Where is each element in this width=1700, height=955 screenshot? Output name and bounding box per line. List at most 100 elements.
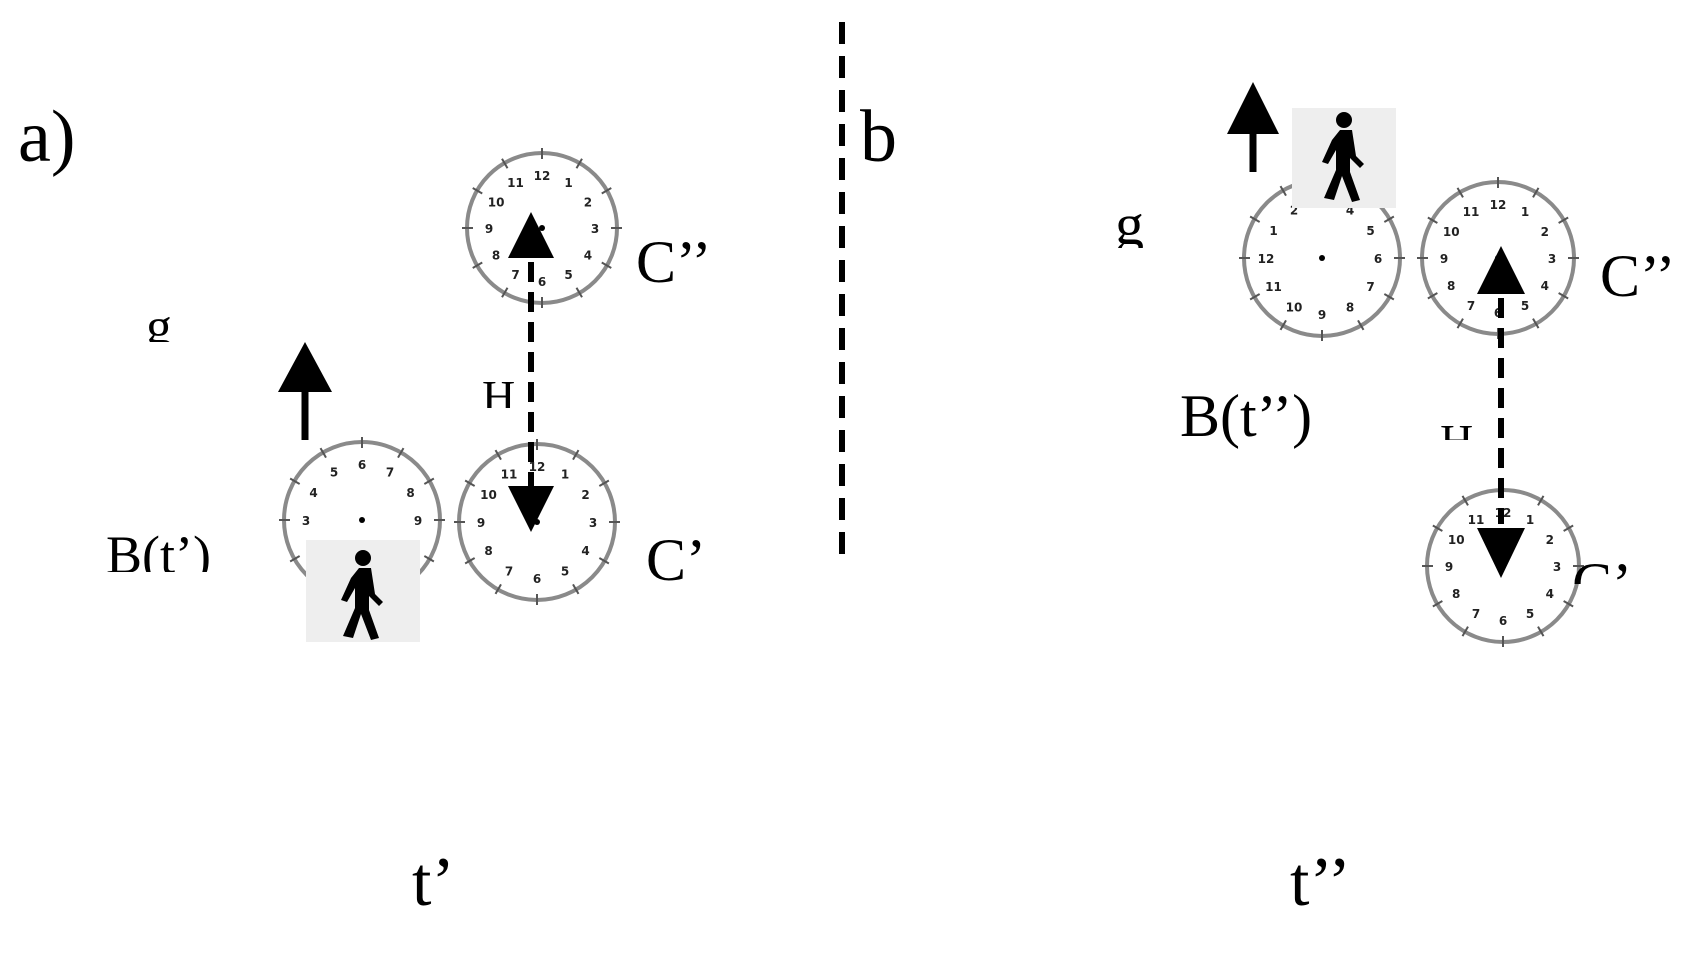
height-arrow-b: [1477, 246, 1525, 578]
clock-tick: [1461, 626, 1469, 637]
clock-numeral: 3: [1548, 252, 1556, 266]
clock-tick: [1279, 319, 1287, 331]
clock-numeral: 6: [358, 458, 366, 472]
clock-numeral: 10: [1443, 225, 1460, 239]
clock-tick: [1249, 293, 1261, 301]
clock-numeral: 11: [1463, 205, 1480, 219]
clock-numeral: 12: [534, 169, 551, 183]
panel-b-label: b: [860, 96, 897, 178]
walker-clock-label-a: B(t’): [106, 528, 211, 572]
clock-tick: [464, 557, 476, 565]
clock-tick: [572, 583, 580, 595]
clock-tick: [598, 479, 610, 487]
clock-tick: [601, 261, 612, 269]
clock-numeral: 7: [386, 466, 394, 480]
clock-center: [359, 517, 365, 523]
clock-numeral: 10: [480, 488, 497, 502]
clock-numeral: 4: [1546, 587, 1554, 601]
clock-tick: [289, 477, 301, 485]
clock-numeral: 8: [1346, 300, 1354, 314]
height-arrow-a: [508, 212, 554, 532]
clock-tick: [1558, 292, 1569, 300]
clock-numeral: 10: [1286, 300, 1303, 314]
clock-numeral: 7: [505, 564, 513, 578]
clock-tick: [1563, 600, 1574, 608]
clock-numeral: 12: [1258, 252, 1275, 266]
clock-tick: [501, 287, 509, 298]
clock-numeral: 9: [1440, 252, 1448, 266]
clock-numeral: 5: [1366, 224, 1374, 238]
clock-tick: [397, 447, 405, 459]
clock-tick: [501, 158, 509, 169]
clock-tick: [472, 261, 483, 269]
panel-a-label: a): [18, 96, 76, 178]
clock-numeral: 8: [1452, 587, 1460, 601]
clock-tick: [1249, 215, 1261, 223]
clock-tick: [1563, 524, 1574, 532]
clock-numeral: 12: [1490, 198, 1507, 212]
clock-numeral: 4: [1541, 279, 1549, 293]
clock-tick: [1456, 187, 1464, 198]
gravity-label-a: g: [146, 302, 172, 342]
clock-numeral: 3: [589, 516, 597, 530]
clock-numeral: 1: [1269, 224, 1277, 238]
clock-tick: [1537, 626, 1545, 637]
clock-tick: [572, 449, 580, 461]
clock-numeral: 5: [1521, 299, 1529, 313]
clock-tick: [1558, 216, 1569, 224]
clock-numeral: 12: [529, 460, 546, 474]
clock-tick: [1383, 215, 1395, 223]
clock-numeral: 6: [1374, 252, 1382, 266]
clock-tick: [1432, 600, 1443, 608]
clock-c1-label-a: C’: [646, 527, 706, 593]
clock-numeral: 4: [584, 249, 592, 263]
clock-numeral: 7: [1467, 299, 1475, 313]
clock-tick: [1532, 187, 1540, 198]
walking-person-icon: [306, 540, 420, 642]
gravity-arrow-a: [278, 342, 332, 440]
clock-center: [539, 225, 545, 231]
clock-tick: [1532, 318, 1540, 329]
clock-numeral: 8: [484, 544, 492, 558]
clock-tick: [1357, 319, 1365, 331]
gravity-arrow-b: [1227, 82, 1279, 172]
clock-numeral: 2: [1546, 533, 1554, 547]
clock-numeral: 10: [1448, 533, 1465, 547]
clock-numeral: 1: [1521, 205, 1529, 219]
clock-tick: [1427, 216, 1438, 224]
clock-tick: [464, 479, 476, 487]
clock-tick: [1537, 495, 1545, 506]
clock-numeral: 5: [1526, 607, 1534, 621]
clock-numeral: 10: [488, 196, 505, 210]
height-label-b: H: [1440, 418, 1473, 440]
clock-tick: [601, 187, 612, 195]
clock-numeral: 9: [477, 516, 485, 530]
clock-numeral: 4: [581, 544, 589, 558]
clock-numeral: 2: [581, 488, 589, 502]
clock-tick: [423, 477, 435, 485]
clock-c2-label-a: C’’: [636, 229, 712, 295]
clock-numeral: 6: [538, 275, 546, 289]
clock-numeral: 5: [330, 466, 338, 480]
clock-numeral: 9: [1318, 308, 1326, 322]
clock-tick: [494, 583, 502, 595]
clock-numeral: 1: [564, 176, 572, 190]
clock-tick: [1461, 495, 1469, 506]
clock-numeral: 8: [1447, 279, 1455, 293]
clock-numeral: 7: [511, 268, 519, 282]
clock-numeral: 11: [507, 176, 524, 190]
walking-person-icon: [1292, 108, 1396, 208]
clock-numeral: 11: [501, 468, 518, 482]
walker-clock-label-b: B(t’’): [1180, 383, 1313, 449]
clock-tick: [472, 187, 483, 195]
clock-tick: [1279, 185, 1287, 197]
clock-numeral: 9: [1445, 560, 1453, 574]
clock-numeral: 1: [1526, 513, 1534, 527]
gravity-label-b: g: [1115, 196, 1144, 248]
clock-tick: [598, 557, 610, 565]
clock-numeral: 7: [1472, 607, 1480, 621]
clock-numeral: 2: [1541, 225, 1549, 239]
clock-numeral: 9: [485, 222, 493, 236]
clock-tick: [494, 449, 502, 461]
